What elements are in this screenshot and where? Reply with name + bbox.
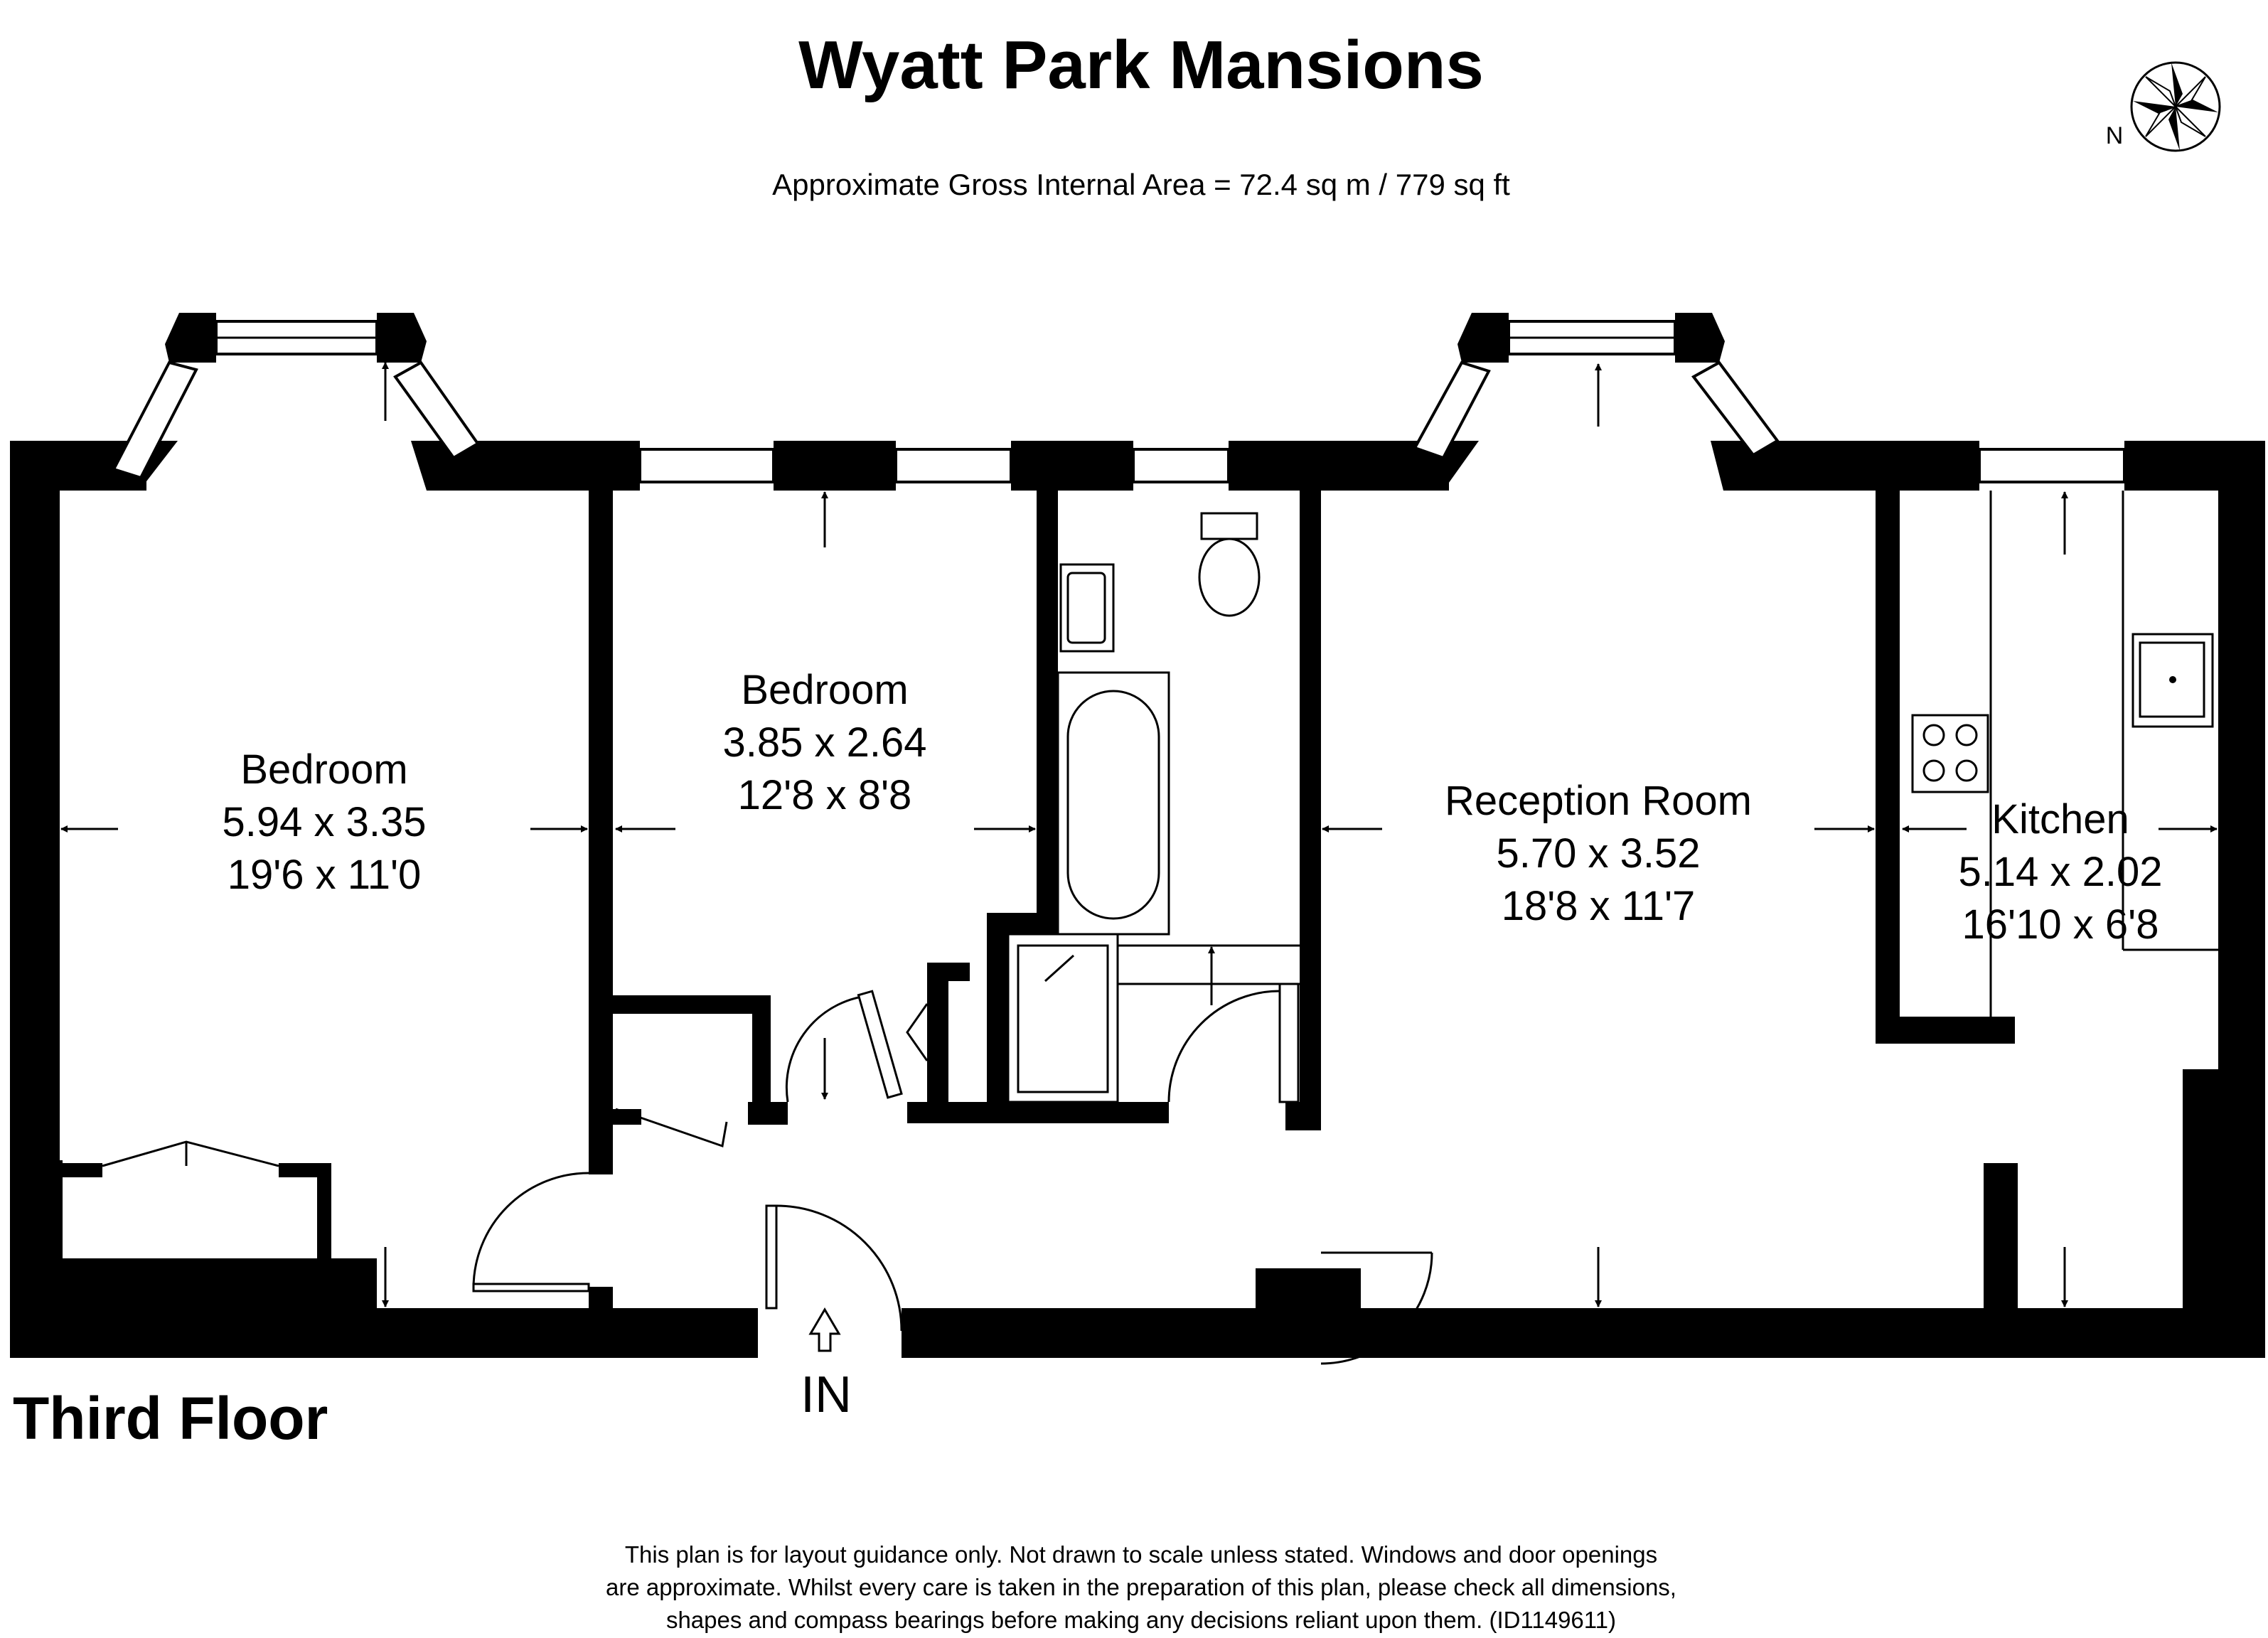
room-label-reception: Reception Room 5.70 x 3.52 18'8 x 11'7 xyxy=(1445,778,1752,929)
walls xyxy=(10,313,2265,1358)
dimension-arrows xyxy=(60,362,2218,1307)
room-imperial: 12'8 x 8'8 xyxy=(738,772,912,818)
room-imperial: 16'10 x 6'8 xyxy=(1962,901,2159,948)
room-metric: 5.70 x 3.52 xyxy=(1497,830,1701,877)
room-imperial: 19'6 x 11'0 xyxy=(228,852,422,898)
gross-internal-area: Approximate Gross Internal Area = 72.4 s… xyxy=(772,168,1510,201)
disclaimer-line-3: shapes and compass bearings before makin… xyxy=(666,1607,1616,1633)
room-name: Reception Room xyxy=(1445,778,1752,824)
doors xyxy=(102,990,1433,1365)
disclaimer-line-1: This plan is for layout guidance only. N… xyxy=(625,1541,1657,1568)
room-metric: 5.94 x 3.35 xyxy=(223,799,427,845)
floor-label: Third Floor xyxy=(13,1385,328,1452)
plan-title: Wyatt Park Mansions xyxy=(798,27,1484,103)
room-name: Bedroom xyxy=(741,667,908,713)
entrance-label: IN xyxy=(801,1366,852,1423)
room-metric: 5.14 x 2.02 xyxy=(1959,849,2163,895)
entrance-arrow-icon xyxy=(808,1307,841,1352)
disclaimer-line-2: are approximate. Whilst every care is ta… xyxy=(606,1574,1676,1600)
room-label-bedroom-2: Bedroom 3.85 x 2.64 12'8 x 8'8 xyxy=(723,667,927,818)
compass-north-label: N xyxy=(2106,122,2124,149)
kitchen-fixtures xyxy=(1911,491,2218,1017)
room-imperial: 18'8 x 11'7 xyxy=(1502,883,1696,929)
windows xyxy=(112,320,2126,483)
room-metric: 3.85 x 2.64 xyxy=(723,719,927,766)
room-label-bedroom-1: Bedroom 5.94 x 3.35 19'6 x 11'0 xyxy=(223,746,427,898)
bathroom-fixtures xyxy=(1007,512,1300,1103)
compass-rose-icon xyxy=(2130,61,2221,152)
room-label-kitchen: Kitchen 5.14 x 2.02 16'10 x 6'8 xyxy=(1959,796,2163,948)
room-name: Bedroom xyxy=(240,746,407,793)
room-name: Kitchen xyxy=(1991,796,2129,842)
